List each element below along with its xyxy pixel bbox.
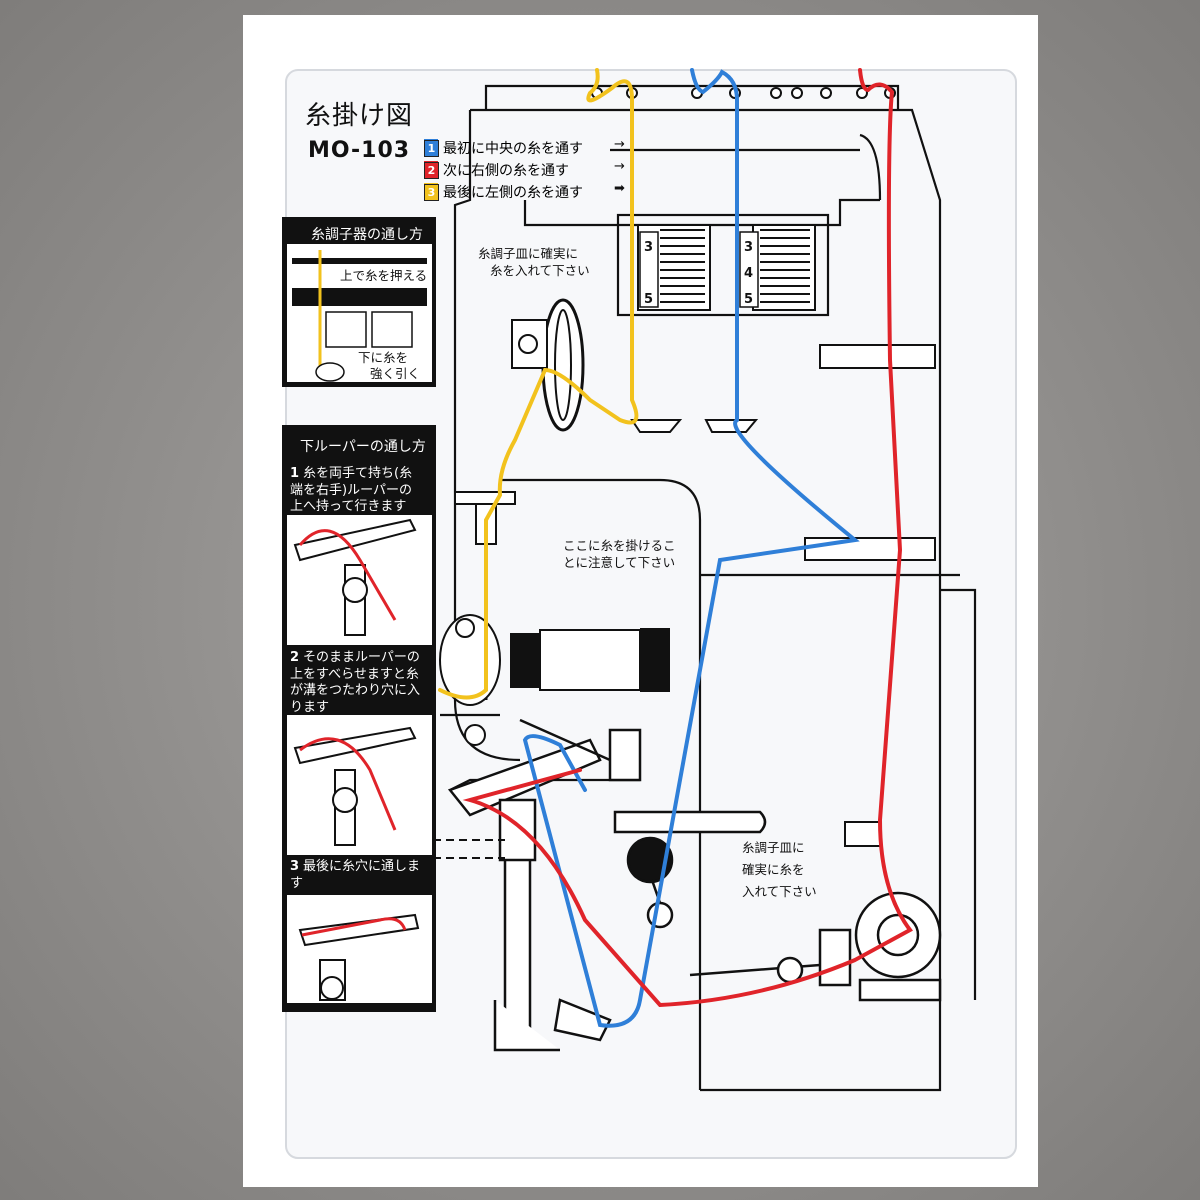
legend-arrow-3: ➡ [614,181,625,196]
legend-arrow-1: → [614,137,625,152]
looper-step-3-num: 3 [290,859,300,874]
guide-pulley [511,298,585,432]
lower-looper-panel [282,425,436,1012]
tension-note-bottom-1: 下に糸を [358,350,409,365]
tension-disc-note-top-1: 糸調子皿に確実に [478,246,579,261]
legend-num-3: 3 [424,183,439,201]
legend-item-2: 2 次に右側の糸を通す [424,160,569,180]
legend-arrow-2: → [614,159,625,174]
diagram-title: 糸掛け図 [305,101,414,131]
legend-num-1: 1 [424,139,439,157]
looper-step-2-line-2: 上をすべらせますと糸 [290,666,419,682]
legend-item-3: 3 最後に左側の糸を通す [424,182,583,202]
looper-step-1-line-1: 糸を両手て持ち(糸 [303,466,413,481]
thread-paths [438,68,913,1028]
hook-note-2: とに注意して下さい [563,555,676,570]
looper-step-2-line-1: そのままルーパーの [303,650,420,665]
blue-thread [522,68,860,1028]
legend-text-2: 次に右側の糸を通す [443,163,569,179]
tension-device-panel [282,217,436,387]
tension-disc-note-top-2: 糸を入れて下さい [490,263,590,278]
legend-text-3: 最後に左側の糸を通す [443,185,583,201]
looper-step-1-line-2: 端を右手)ルーパーの [290,482,412,498]
left-dial-number-5: 5 [644,292,654,307]
tension-disc-note-bottom-3: 入れて下さい [742,884,817,899]
tension-note-bottom-2: 強く引く [370,366,421,381]
looper-step-2-line-3: が溝をつたわり穴に入 [290,683,421,699]
red-thread [462,68,913,1008]
looper-step-2-num: 2 [290,650,300,665]
tension-disc-note-bottom-1: 糸調子皿に [742,840,805,855]
left-dial-number-3: 3 [644,240,654,255]
legend-num-2: 2 [424,161,439,179]
presser-knob [510,628,670,692]
right-dial-number-5: 5 [744,292,754,307]
legend-text-1: 最初に中央の糸を通す [443,141,583,157]
tension-panel-title: 糸調子器の通し方 [311,227,423,243]
looper-step-2-line-4: ります [290,699,330,715]
looper-step-3-line-2: す [290,875,304,891]
legend-item-1: 1 最初に中央の糸を通す [424,138,583,158]
right-dial-number-4: 4 [744,266,754,281]
looper-step-1-line-3: 上へ持って行きます [290,499,407,515]
looper-panel-title: 下ルーパーの通し方 [300,439,426,455]
model-number: MO-103 [308,138,411,163]
hook-note-1: ここに糸を掛けるこ [563,538,676,553]
tension-disc-note-bottom-2: 確実に糸を [742,862,805,877]
tension-dials [637,224,816,311]
looper-step-3-line-1: 最後に糸穴に通しま [303,859,421,874]
tension-note-top: 上で糸を押える [340,268,428,284]
yellow-thread [438,68,639,700]
machine-outline [440,84,977,1092]
looper-step-1-num: 1 [290,466,300,481]
right-dial-number-3: 3 [744,240,754,255]
